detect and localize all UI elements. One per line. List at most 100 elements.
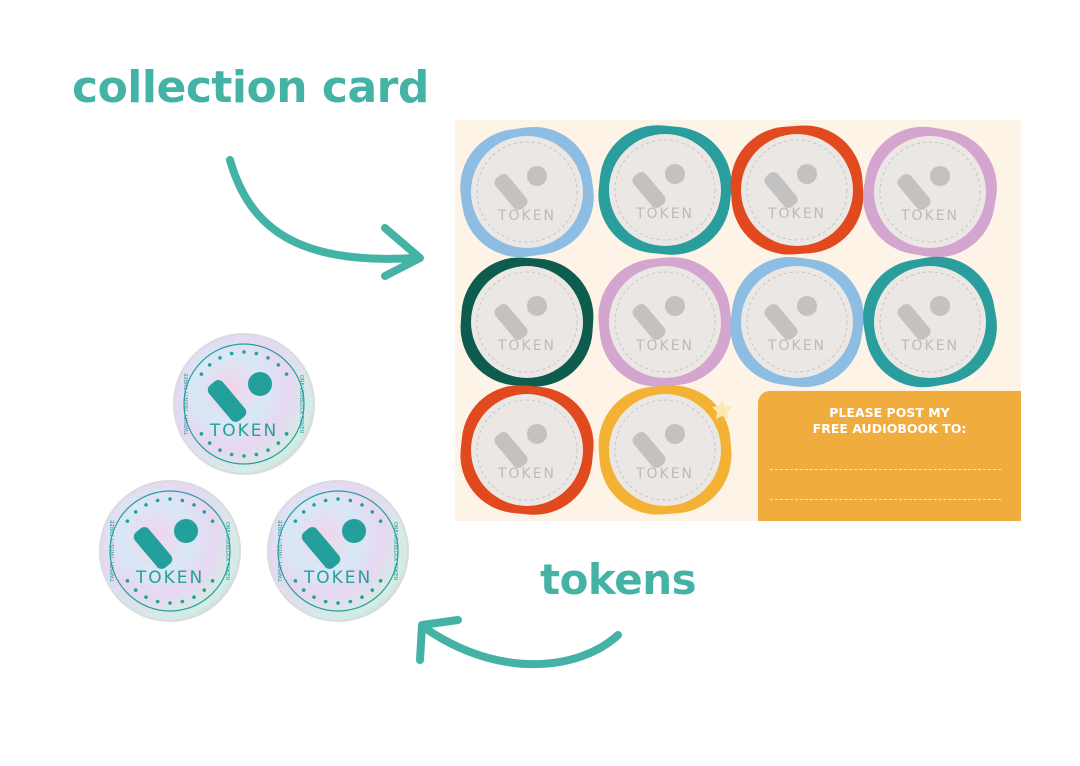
slot-token-text: TOKEN	[635, 338, 694, 354]
token-ring-right-text: ONE VOXBLOCK TOKEN	[224, 522, 230, 581]
slot-circle	[874, 266, 986, 378]
dot	[293, 579, 298, 583]
dot	[218, 448, 222, 452]
token-slot: TOKEN	[460, 126, 594, 258]
dot	[207, 363, 212, 367]
dot	[229, 351, 234, 356]
slot-dashed-ring	[614, 399, 716, 501]
logo-dot-icon	[342, 519, 366, 543]
token-ring-right-text: ONE VOXBLOCK TOKEN	[392, 522, 398, 581]
token-slot: TOKEN	[730, 256, 864, 388]
token-ring-right-text: ONE VOXBLOCK TOKEN	[298, 375, 304, 434]
dot	[284, 432, 289, 436]
dot	[360, 595, 364, 599]
dot	[370, 510, 375, 514]
dot	[370, 588, 375, 592]
logo-bar-icon	[632, 431, 666, 469]
logo-dot-icon	[930, 166, 950, 186]
logo-dot-icon	[930, 296, 950, 316]
slot-token-text: TOKEN	[635, 206, 694, 222]
dot	[210, 519, 215, 523]
dot	[218, 356, 222, 360]
dot	[276, 441, 281, 445]
dot	[301, 588, 306, 592]
dot	[284, 372, 289, 376]
token-slot: TOKEN	[460, 385, 594, 515]
address-line	[770, 499, 1001, 500]
token-slot: TOKEN	[598, 257, 732, 387]
logo-bar-icon	[897, 173, 931, 211]
slot-token-text: TOKEN	[635, 466, 694, 482]
dot	[210, 579, 215, 583]
dot	[202, 588, 207, 592]
dot	[192, 595, 196, 599]
slot-circle	[609, 266, 721, 378]
arrow-to-card-head	[381, 224, 424, 280]
slot-token-text: TOKEN	[900, 338, 959, 354]
dot	[266, 448, 270, 452]
postal-address-box: PLEASE POST MY FREE AUDIOBOOK TO:	[758, 391, 1021, 521]
slot-token-text: TOKEN	[497, 338, 556, 354]
dot	[125, 579, 130, 583]
dot	[312, 595, 316, 599]
dot	[155, 599, 160, 604]
dot	[192, 503, 196, 507]
slot-dashed-ring	[879, 141, 981, 243]
token-slot: TOKEN	[598, 125, 732, 255]
token-title: TOKEN	[303, 568, 372, 588]
logo-bar-icon	[494, 303, 528, 341]
slot-dashed-ring	[614, 271, 716, 373]
star-icon	[712, 400, 732, 419]
slot-circle	[471, 266, 583, 378]
dot	[378, 519, 383, 523]
token-ring-left-text: TWENTY TWENTY THREE	[278, 520, 284, 583]
logo-dot-icon	[248, 372, 272, 396]
dot	[348, 599, 353, 604]
slot-dashed-ring	[746, 271, 848, 373]
arrow-to-tokens	[421, 624, 622, 669]
dot	[125, 519, 130, 523]
dot	[229, 452, 234, 457]
holographic-token: TOKEN TWENTY TWENTY THREE ONE VOXBLOCK TOK…	[267, 480, 409, 622]
dot	[242, 350, 246, 354]
token-slot: TOKEN	[730, 125, 864, 255]
slot-token-text: TOKEN	[767, 206, 826, 222]
slot-circle	[874, 136, 986, 248]
address-line	[770, 469, 1001, 470]
logo-bar-icon	[632, 171, 666, 209]
slot-token-text: TOKEN	[767, 338, 826, 354]
dot	[293, 519, 298, 523]
logo-dot-icon	[665, 424, 685, 444]
logo-dot-icon	[527, 296, 547, 316]
slot-dashed-ring	[476, 399, 578, 501]
logo-bar-icon	[133, 527, 173, 569]
slot-dashed-ring	[476, 271, 578, 373]
token-title: TOKEN	[209, 421, 278, 441]
logo-dot-icon	[797, 164, 817, 184]
dot	[323, 599, 328, 604]
slot-dashed-ring	[746, 139, 848, 241]
dot	[199, 432, 204, 436]
dot	[323, 498, 328, 503]
dot	[360, 503, 364, 507]
logo-bar-icon	[494, 431, 528, 469]
logo-bar-icon	[764, 303, 798, 341]
arrow-to-card	[226, 156, 419, 263]
logo-dot-icon	[797, 296, 817, 316]
slot-circle	[471, 136, 583, 248]
slot-dashed-ring	[476, 141, 578, 243]
dot	[378, 579, 383, 583]
dot	[133, 588, 138, 592]
dot	[312, 503, 316, 507]
logo-dot-icon	[665, 296, 685, 316]
arrow-to-tokens-head	[416, 616, 462, 664]
slot-circle	[609, 394, 721, 506]
slot-token-text: TOKEN	[497, 208, 556, 224]
dot	[199, 372, 204, 376]
token-title: TOKEN	[135, 568, 204, 588]
dot	[348, 498, 353, 503]
slot-dashed-ring	[879, 271, 981, 373]
logo-dot-icon	[665, 164, 685, 184]
